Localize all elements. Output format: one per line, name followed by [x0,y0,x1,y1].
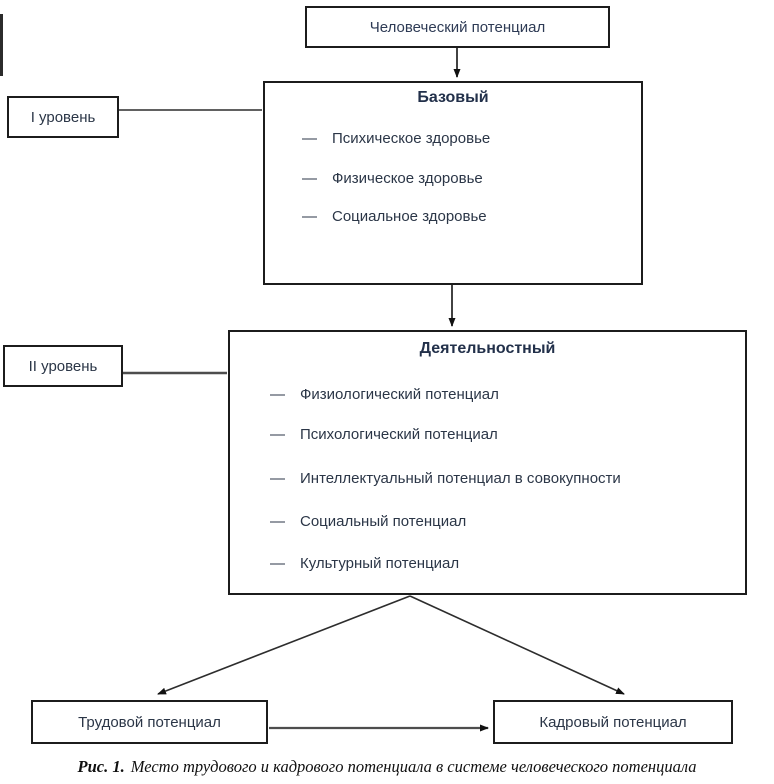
activity-item-label: Психологический потенциал [300,426,498,443]
activity-item: — Физиологический потенциал [270,386,499,403]
dash-bullet: — [270,513,285,530]
figure-caption-text: Место трудового и кадрового потенциала в… [130,757,697,776]
level2-label: II уровень [28,357,98,375]
activity-item-label: Интеллектуальный потенциал в совокупност… [300,470,621,487]
level2-box: II уровень [3,345,123,387]
dash-bullet: — [302,208,317,225]
activity-item: — Социальный потенциал [270,513,466,530]
scan-artifact [0,14,3,76]
personnel-box-label: Кадровый потенциал [539,713,687,731]
activity-box-title: Деятельностный [419,340,556,357]
basic-item: — Физическое здоровье [302,170,483,187]
basic-item: — Психическое здоровье [302,130,490,147]
dash-bullet: — [270,426,285,443]
dash-bullet: — [302,130,317,147]
dash-bullet: — [270,386,285,403]
dash-bullet: — [270,470,285,487]
dash-bullet: — [302,170,317,187]
root-box-label: Человеческий потенциал [369,18,546,36]
labor-box-label: Трудовой потенциал [78,713,221,731]
activity-item-label: Физиологический потенциал [300,386,499,403]
basic-item: — Социальное здоровье [302,208,487,225]
arrow-activity-to-labor-icon [157,595,411,695]
arrow-activity-to-personnel-icon [409,595,625,695]
labor-box: Трудовой потенциал [31,700,268,744]
activity-item: — Интеллектуальный потенциал в совокупнос… [270,470,621,487]
dash-bullet: — [270,555,285,572]
level1-label: I уровень [30,108,96,126]
personnel-box: Кадровый потенциал [493,700,733,744]
figure-caption: Рис. 1. Место трудового и кадрового потен… [0,757,774,777]
basic-box: Базовый — Психическое здоровье — Физическо… [263,81,643,285]
level1-box: I уровень [7,96,119,138]
basic-box-title: Базовый [417,89,489,106]
activity-item: — Психологический потенциал [270,426,498,443]
basic-item-label: Психическое здоровье [332,130,491,147]
basic-item-label: Физическое здоровье [332,170,483,187]
basic-item-label: Социальное здоровье [332,208,487,225]
activity-item: — Культурный потенциал [270,555,459,572]
root-box: Человеческий потенциал [305,6,610,48]
activity-box: Деятельностный — Физиологический потенциа… [228,330,747,595]
activity-item-label: Культурный потенциал [300,555,460,572]
activity-item-label: Социальный потенциал [300,513,467,530]
figure-caption-number: Рис. 1. [77,757,125,776]
